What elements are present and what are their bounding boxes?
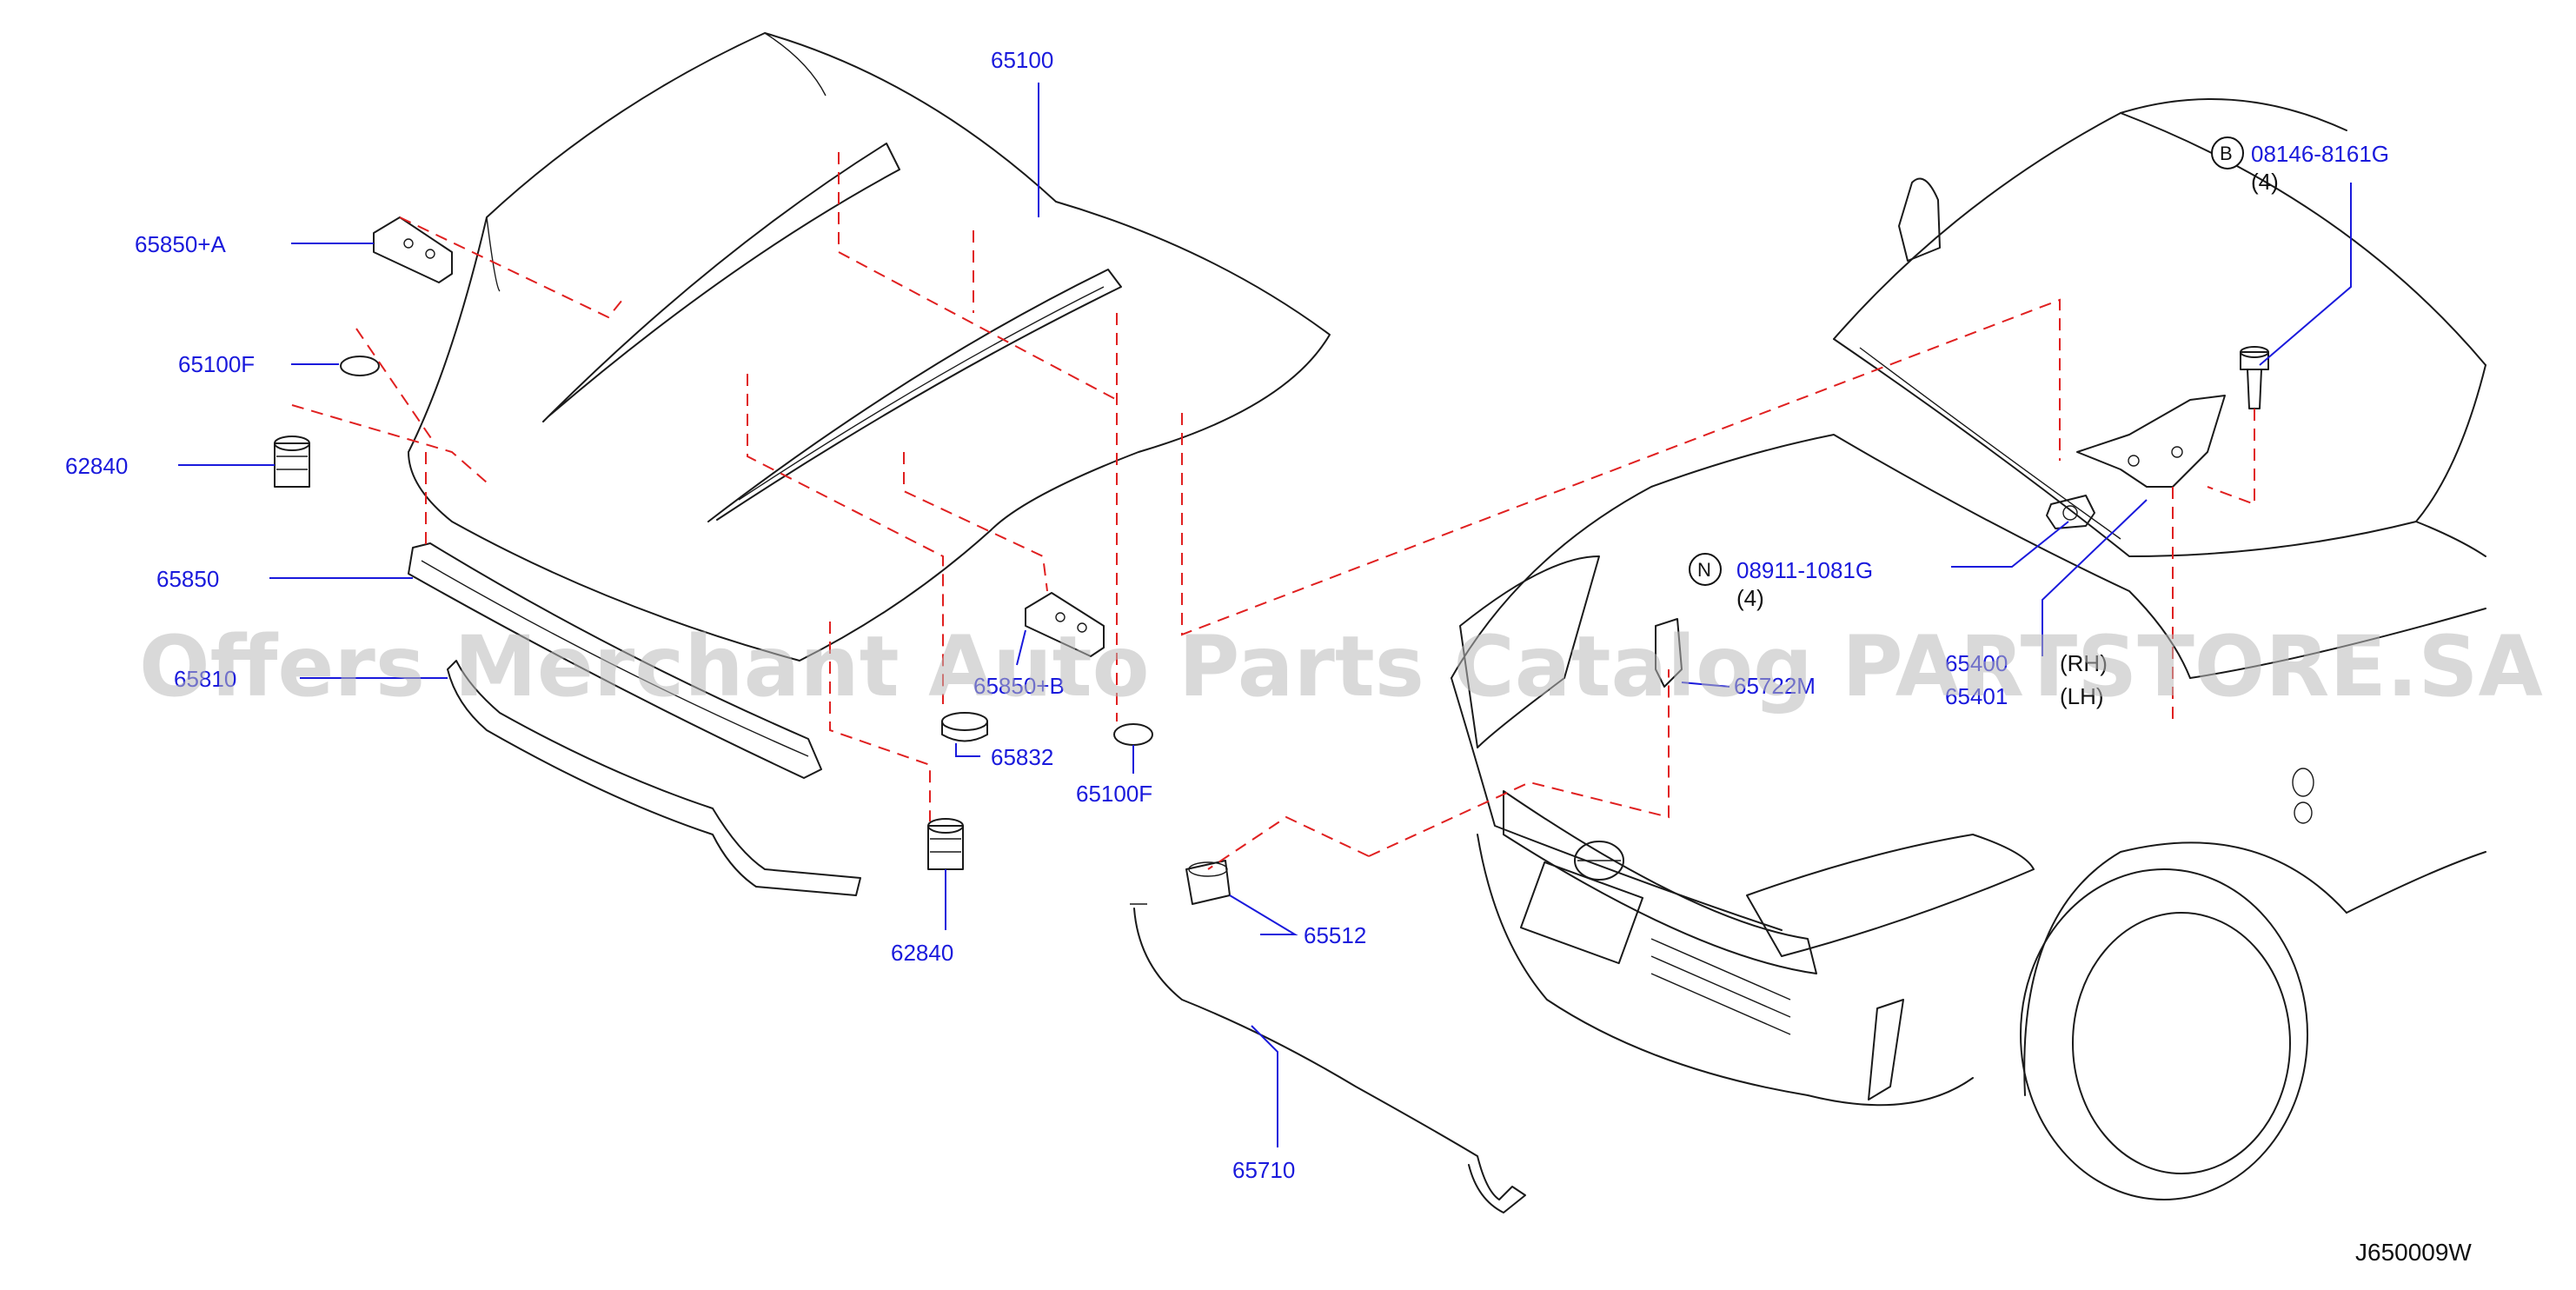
car-body: [1451, 98, 2486, 1200]
qty-08911: (4): [1736, 585, 1764, 611]
label-62840-upper: 62840: [65, 453, 128, 479]
assembly-leaders: [291, 152, 2255, 870]
label-65401: 65401: [1945, 683, 2008, 709]
label-65100: 65100: [991, 47, 1053, 73]
badge-n-letter: N: [1697, 559, 1711, 581]
callout-08146: B 08146-8161G (4): [2211, 136, 2389, 195]
grommet-65100f-left: [340, 356, 380, 376]
hood-hinge-65400: [2076, 395, 2226, 488]
side-65401: (LH): [2060, 683, 2104, 709]
label-65100f-left: 65100F: [178, 351, 255, 377]
bumper-62840-upper: [274, 436, 310, 488]
label-65850: 65850: [156, 566, 219, 592]
side-65400: (RH): [2060, 650, 2108, 676]
bracket-65850b: [1025, 592, 1105, 657]
hood-seal-65850: [408, 542, 822, 779]
label-08911: 08911-1081G: [1736, 557, 1873, 583]
watermark: Offers Merchant Auto Parts Catalog PARTS…: [139, 618, 2543, 715]
hood-release-cable-65710: [1130, 903, 1526, 1214]
bolt-08146: [2240, 346, 2269, 409]
label-65832: 65832: [991, 744, 1053, 770]
label-65850a: 65850+A: [135, 231, 226, 257]
bracket-65850a: [373, 216, 453, 283]
label-65710: 65710: [1232, 1157, 1295, 1183]
label-65100f-right: 65100F: [1076, 781, 1152, 807]
callout-lines: [178, 83, 2352, 1147]
label-65512: 65512: [1304, 922, 1366, 948]
badge-n: [1689, 553, 1722, 586]
badge-b-letter: B: [2220, 143, 2233, 164]
label-65722m: 65722M: [1734, 673, 1816, 699]
callout-08911: N 08911-1081G (4): [1689, 553, 1873, 611]
bumper-62840-lower: [927, 818, 964, 870]
qty-08146: (4): [2251, 169, 2279, 195]
label-65810: 65810: [174, 666, 236, 692]
grommet-65100f-right: [1113, 723, 1153, 746]
badge-b: [2211, 136, 2244, 170]
label-08146: 08146-8161G: [2251, 141, 2389, 167]
label-65850b: 65850+B: [973, 673, 1065, 699]
hood-seal-65810: [447, 660, 861, 896]
grommet-65512: [1185, 860, 1231, 905]
label-62840-lower: 62840: [891, 940, 953, 966]
diagram-code: J650009W: [2355, 1239, 2472, 1266]
hood-panel: [408, 32, 1331, 662]
label-65400: 65400: [1945, 650, 2008, 676]
lock-65722m: [1655, 618, 1683, 688]
nut-08911: [2046, 495, 2095, 529]
bumper-65832: [941, 712, 988, 742]
